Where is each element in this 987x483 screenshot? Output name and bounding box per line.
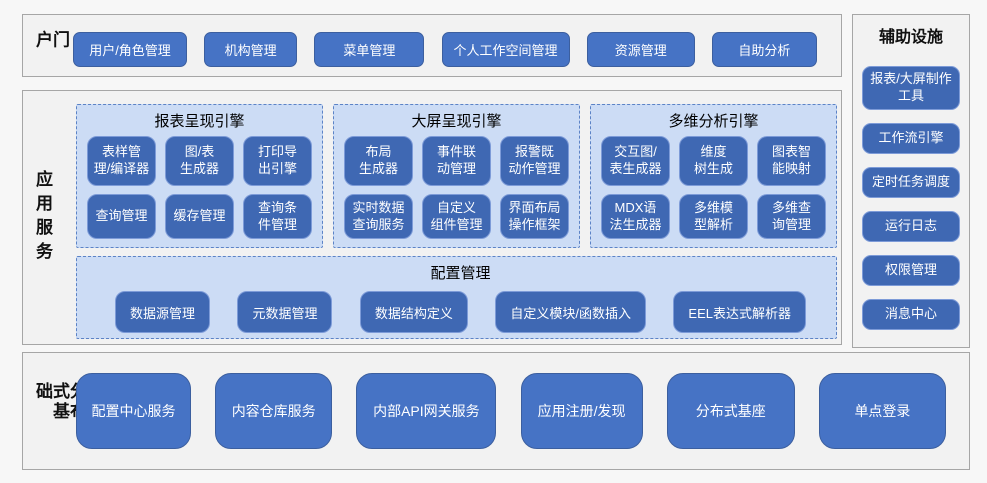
node-data-structure-definition: 数据结构定义 xyxy=(359,291,468,333)
node-query-mgmt: 查询管理 xyxy=(87,194,156,239)
portal-items: 用户/角色管理 机构管理 菜单管理 个人工作空间管理 资源管理 自助分析 xyxy=(73,32,817,67)
node-config-center-service: 配置中心服务 xyxy=(76,373,191,449)
node-scheduled-task-dispatch: 定时任务调度 xyxy=(862,167,960,198)
node-event-linkage-mgmt: 事件联动管理 xyxy=(422,136,491,186)
node-personal-workspace-mgmt: 个人工作空间管理 xyxy=(441,32,570,67)
engine-panels: 报表呈现引擎 表样管理/编译器 图/表生成器 打印导出引擎 查询管理 缓存管理 … xyxy=(76,104,837,248)
distributed-items: 配置中心服务 内容仓库服务 内部API网关服务 应用注册/发现 分布式基座 单点… xyxy=(76,373,946,449)
auxiliary-facilities-section: 辅助设施 报表/大屏制作工具 工作流引擎 定时任务调度 运行日志 权限管理 消息… xyxy=(852,14,970,348)
node-cache-mgmt: 缓存管理 xyxy=(165,194,234,239)
node-layout-generator: 布局生成器 xyxy=(344,136,413,186)
app-services-section: 应用服务 报表呈现引擎 表样管理/编译器 图/表生成器 打印导出引擎 查询管理 … xyxy=(22,90,842,345)
node-custom-component-mgmt: 自定义组件管理 xyxy=(422,194,491,239)
distributed-foundation-section: 分布式基础 配置中心服务 内容仓库服务 内部API网关服务 应用注册/发现 分布… xyxy=(22,352,970,470)
node-multidim-query-mgmt: 多维查询管理 xyxy=(757,194,826,239)
node-chart-smart-mapping: 图表智能映射 xyxy=(757,136,826,186)
node-print-export-engine: 打印导出引擎 xyxy=(243,136,312,186)
report-engine-panel: 报表呈现引擎 表样管理/编译器 图/表生成器 打印导出引擎 查询管理 缓存管理 … xyxy=(76,104,323,248)
node-chart-table-generator: 图/表生成器 xyxy=(165,136,234,186)
node-sheet-mgmt-compiler: 表样管理/编译器 xyxy=(87,136,156,186)
node-workflow-engine: 工作流引擎 xyxy=(862,123,960,154)
auxiliary-facilities-title: 辅助设施 xyxy=(878,29,943,46)
screen-engine-title: 大屏呈现引擎 xyxy=(411,113,502,130)
app-services-section-label: 应用服务 xyxy=(33,169,52,266)
node-report-screen-authoring-tool: 报表/大屏制作工具 xyxy=(862,66,960,110)
node-custom-module-function-insert: 自定义模块/函数插入 xyxy=(495,291,646,333)
node-distributed-base: 分布式基座 xyxy=(666,373,795,449)
node-permission-mgmt: 权限管理 xyxy=(862,255,960,286)
node-user-role-mgmt: 用户/角色管理 xyxy=(73,32,187,67)
config-mgmt-title: 配置管理 xyxy=(430,265,491,282)
node-eel-expression-parser: EEL表达式解析器 xyxy=(673,291,806,333)
olap-engine-title: 多维分析引擎 xyxy=(668,113,759,130)
node-query-condition-mgmt: 查询条件管理 xyxy=(243,194,312,239)
node-interactive-chart-generator: 交互图/表生成器 xyxy=(601,136,670,186)
olap-engine-grid: 交互图/表生成器 维度树生成 图表智能映射 MDX语法生成器 多维模型解析 多维… xyxy=(601,136,826,239)
node-self-service-analysis: 自助分析 xyxy=(711,32,817,67)
auxiliary-facilities-content: 辅助设施 报表/大屏制作工具 工作流引擎 定时任务调度 运行日志 权限管理 消息… xyxy=(853,15,969,347)
config-mgmt-row: 数据源管理 元数据管理 数据结构定义 自定义模块/函数插入 EEL表达式解析器 xyxy=(115,291,806,333)
node-resource-mgmt: 资源管理 xyxy=(586,32,695,67)
node-ui-layout-framework: 界面布局操作框架 xyxy=(500,194,569,239)
node-menu-mgmt: 菜单管理 xyxy=(314,32,425,67)
portal-section-label: 门户 xyxy=(33,30,69,55)
node-run-log: 运行日志 xyxy=(862,211,960,242)
screen-engine-panel: 大屏呈现引擎 布局生成器 事件联动管理 报警既动作管理 实时数据查询服务 自定义… xyxy=(333,104,580,248)
node-metadata-mgmt: 元数据管理 xyxy=(237,291,333,333)
node-single-sign-on: 单点登录 xyxy=(818,373,946,449)
app-services-content: 报表呈现引擎 表样管理/编译器 图/表生成器 打印导出引擎 查询管理 缓存管理 … xyxy=(76,104,837,339)
olap-engine-panel: 多维分析引擎 交互图/表生成器 维度树生成 图表智能映射 MDX语法生成器 多维… xyxy=(590,104,837,248)
node-alarm-action-mgmt: 报警既动作管理 xyxy=(500,136,569,186)
node-internal-api-gateway-service: 内部API网关服务 xyxy=(356,373,497,449)
node-org-mgmt: 机构管理 xyxy=(204,32,298,67)
report-engine-title: 报表呈现引擎 xyxy=(154,113,245,130)
node-datasource-mgmt: 数据源管理 xyxy=(115,291,211,333)
node-mdx-syntax-generator: MDX语法生成器 xyxy=(601,194,670,239)
auxiliary-items: 报表/大屏制作工具 工作流引擎 定时任务调度 运行日志 权限管理 消息中心 xyxy=(862,66,960,330)
report-engine-grid: 表样管理/编译器 图/表生成器 打印导出引擎 查询管理 缓存管理 查询条件管理 xyxy=(87,136,312,239)
node-message-center: 消息中心 xyxy=(862,299,960,330)
node-realtime-data-query: 实时数据查询服务 xyxy=(344,194,413,239)
portal-section: 门户 用户/角色管理 机构管理 菜单管理 个人工作空间管理 资源管理 自助分析 xyxy=(22,14,842,77)
node-content-repo-service: 内容仓库服务 xyxy=(215,373,333,449)
node-app-registration-discovery: 应用注册/发现 xyxy=(520,373,643,449)
node-multidim-model-parsing: 多维模型解析 xyxy=(679,194,748,239)
config-mgmt-panel: 配置管理 数据源管理 元数据管理 数据结构定义 自定义模块/函数插入 EEL表达… xyxy=(76,256,837,339)
screen-engine-grid: 布局生成器 事件联动管理 报警既动作管理 实时数据查询服务 自定义组件管理 界面… xyxy=(344,136,569,239)
node-dimension-tree-generation: 维度树生成 xyxy=(679,136,748,186)
